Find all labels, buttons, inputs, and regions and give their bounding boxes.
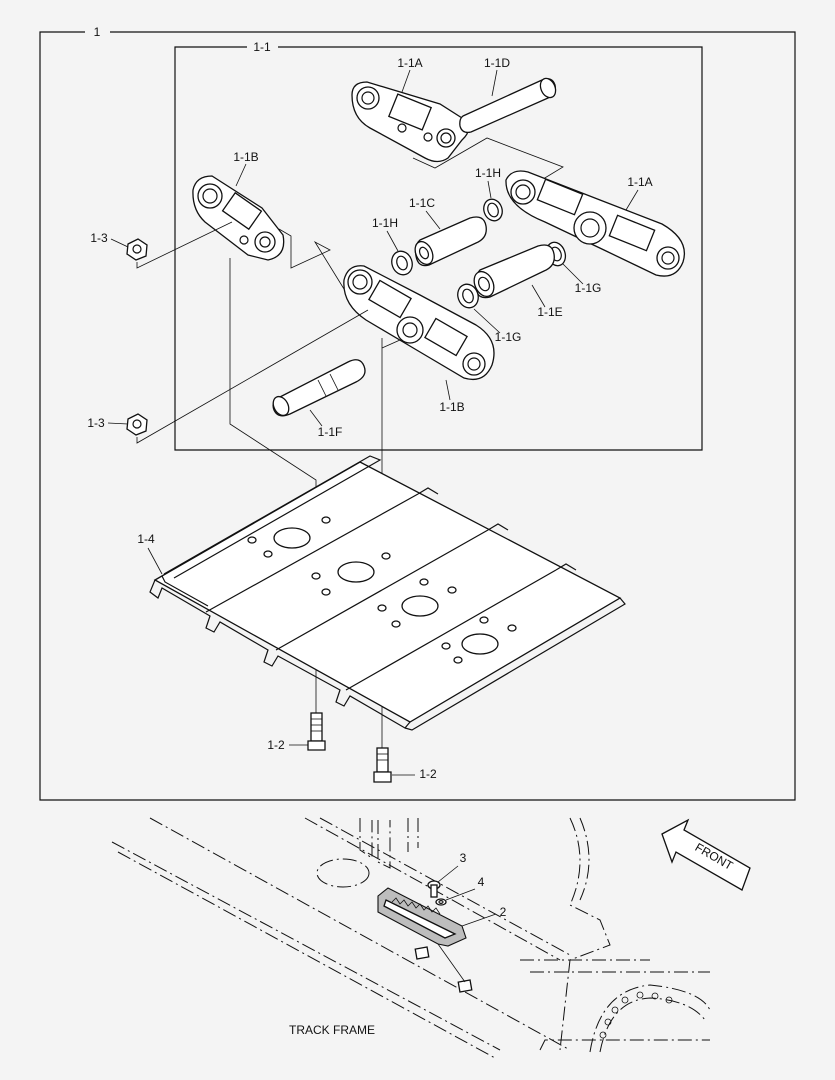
- link-1-1a-top[interactable]: [351, 81, 470, 163]
- bushing-1-1e[interactable]: [470, 244, 555, 300]
- label-1-1b-lower: 1-1B: [439, 400, 464, 414]
- subassembly-frame: 1-1: [174, 40, 703, 451]
- pin-1-1d[interactable]: [459, 76, 559, 134]
- seal-1-1h-upper[interactable]: [481, 197, 505, 224]
- seal-1-1g-left[interactable]: [454, 281, 481, 310]
- subassembly-label: 1-1: [253, 40, 271, 54]
- label-1-4: 1-4: [137, 532, 155, 546]
- label-1-1h-left: 1-1H: [372, 216, 398, 230]
- track-frame-title: TRACK FRAME: [289, 1023, 375, 1037]
- guard-bolt[interactable]: [427, 880, 441, 898]
- bolt-1-2-right[interactable]: [373, 747, 392, 783]
- assembly-label: 1: [94, 25, 101, 39]
- label-1-1a-top: 1-1A: [397, 56, 422, 70]
- label-1-2-right: 1-2: [419, 767, 437, 781]
- label-1-2-left: 1-2: [267, 738, 285, 752]
- track-guard[interactable]: [377, 887, 473, 993]
- label-1-3-lower: 1-3: [87, 416, 105, 430]
- seal-1-1h-left[interactable]: [388, 248, 415, 277]
- front-arrow-icon: FRONT: [661, 818, 751, 891]
- link-1-1b-lower[interactable]: [343, 265, 495, 381]
- label-1-1h-upper: 1-1H: [475, 166, 501, 180]
- link-1-1a-right[interactable]: [505, 170, 685, 277]
- label-1-1g-right: 1-1G: [575, 281, 602, 295]
- track-shoe-plate[interactable]: [149, 455, 626, 731]
- nut-1-3-lower[interactable]: [126, 413, 148, 436]
- link-1-1b-left[interactable]: [192, 175, 285, 261]
- assembly-frame: 1: [39, 25, 796, 801]
- bolt-1-2-left[interactable]: [307, 712, 326, 751]
- bushing-1-1c[interactable]: [412, 216, 487, 267]
- label-1-3-upper: 1-3: [90, 231, 108, 245]
- track-frame-view: [111, 817, 711, 1059]
- nut-1-3-upper[interactable]: [126, 238, 148, 261]
- label-1-1e: 1-1E: [537, 305, 562, 319]
- guard-washer[interactable]: [435, 898, 447, 906]
- label-1-1f: 1-1F: [318, 425, 343, 439]
- label-1-1d: 1-1D: [484, 56, 510, 70]
- label-1-1b-left: 1-1B: [233, 150, 258, 164]
- label-guard-bolt: 3: [460, 851, 467, 865]
- label-guard-washer: 4: [478, 875, 485, 889]
- label-1-1c: 1-1C: [409, 196, 435, 210]
- label-1-1a-right: 1-1A: [627, 175, 652, 189]
- label-1-1g-left: 1-1G: [495, 330, 522, 344]
- pin-1-1f[interactable]: [270, 359, 366, 418]
- label-guard: 2: [500, 905, 507, 919]
